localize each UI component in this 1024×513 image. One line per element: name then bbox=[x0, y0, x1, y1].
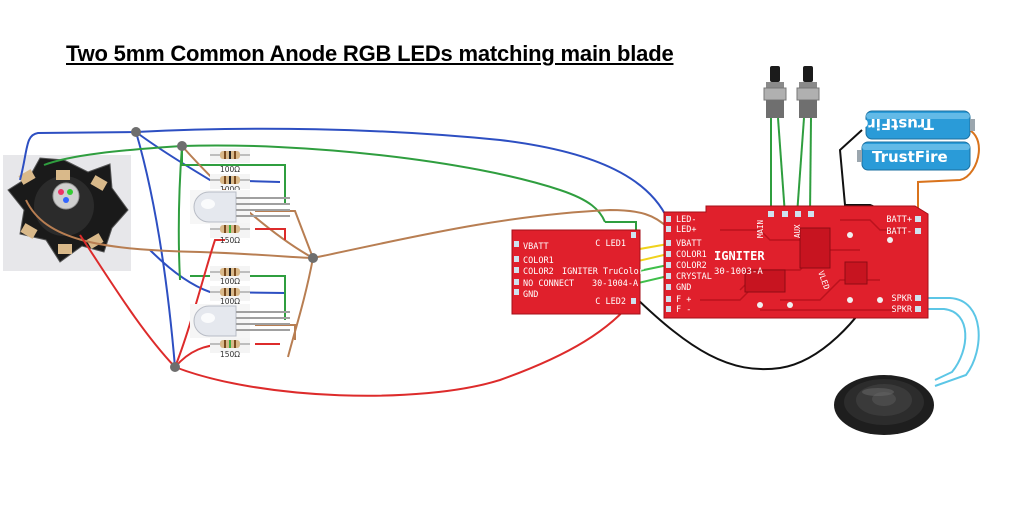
trucolor-pin-noconnect: NO CONNECT bbox=[523, 279, 574, 289]
igniter-pin-vbatt: VBATT bbox=[676, 239, 702, 249]
trucolor-pin-led1: C LED1 bbox=[595, 239, 626, 249]
battery-brand-top: TrustFire bbox=[858, 115, 934, 133]
rgb-led-5mm-icon bbox=[190, 190, 290, 224]
wire-blue-3 bbox=[135, 131, 281, 183]
wire-orange bbox=[917, 126, 980, 220]
wire-cyan-2 bbox=[926, 308, 967, 381]
push-button-icon bbox=[763, 66, 787, 118]
trucolor-pin-gnd: GND bbox=[523, 290, 538, 300]
wire-green-1 bbox=[43, 144, 606, 223]
igniter-pin-aux: AUX bbox=[793, 224, 802, 238]
junction-dot bbox=[177, 141, 187, 151]
battery-icon: TrustFire bbox=[857, 141, 971, 171]
igniter-pin-f-plus: F + bbox=[676, 295, 691, 305]
wire-brown-2 bbox=[312, 208, 669, 259]
igniter-board: LED- LED+ VBATT COLOR1 COLOR2 CRYSTAL GN… bbox=[663, 205, 929, 319]
igniter-name: IGNITER bbox=[714, 249, 765, 263]
battery-brand-bottom: TrustFire bbox=[872, 148, 948, 166]
resistor-label: 100Ω bbox=[220, 277, 240, 286]
trucolor-pin-color1: COLOR1 bbox=[523, 256, 554, 266]
wire-blue-2 bbox=[135, 131, 176, 368]
resistor-label: 150Ω bbox=[220, 350, 240, 359]
resistor-icon: 100Ω bbox=[210, 286, 250, 306]
resistor-icon: 150Ω bbox=[210, 338, 250, 359]
wire-switch2-a bbox=[796, 117, 805, 216]
wire-brown-4 bbox=[287, 257, 314, 358]
resistor-label: 100Ω bbox=[220, 297, 240, 306]
diagram-title: Two 5mm Common Anode RGB LEDs matching m… bbox=[66, 41, 674, 66]
resistor-icon: 150Ω bbox=[210, 223, 250, 245]
junction-dot bbox=[308, 253, 318, 263]
trucolor-pin-led2: C LED2 bbox=[595, 297, 626, 307]
resistor-icon: 100Ω bbox=[210, 148, 250, 174]
resistor-icon: 100Ω bbox=[210, 266, 250, 286]
wire-switch2-b bbox=[809, 117, 812, 216]
wire-red-2 bbox=[174, 296, 637, 397]
igniter-pin-spkr-2: SPKR bbox=[892, 305, 913, 315]
igniter-pin-color2: COLOR2 bbox=[676, 261, 707, 271]
igniter-pin-color1: COLOR1 bbox=[676, 250, 707, 260]
igniter-pin-led-minus: LED- bbox=[676, 215, 696, 225]
wire-green-3 bbox=[181, 146, 286, 205]
igniter-pin-spkr-1: SPKR bbox=[892, 294, 913, 304]
wire-cyan-1 bbox=[926, 297, 980, 387]
trucolor-pin-vbatt: VBATT bbox=[523, 242, 549, 252]
resistor-label: 100Ω bbox=[220, 165, 240, 174]
igniter-pin-crystal: CRYSTAL bbox=[676, 272, 712, 282]
resistor-label: 100Ω bbox=[220, 185, 240, 194]
wire-brown-6 bbox=[255, 324, 296, 340]
push-button-icon bbox=[796, 66, 820, 118]
wire-green-2 bbox=[177, 145, 183, 281]
igniter-part: 30-1003-A bbox=[714, 267, 763, 277]
trucolor-pin-color2: COLOR2 bbox=[523, 267, 554, 277]
wire-switch1-b bbox=[777, 117, 786, 216]
resistor-label: 150Ω bbox=[220, 236, 240, 245]
wire-green-5 bbox=[605, 221, 637, 232]
igniter-pin-f-minus: F - bbox=[676, 305, 691, 315]
wire-blue-4 bbox=[149, 249, 286, 294]
wire-blue-1 bbox=[19, 127, 669, 221]
junction-dot bbox=[170, 362, 180, 372]
rgb-led-5mm-icon bbox=[190, 304, 290, 338]
igniter-pin-batt-minus: BATT- bbox=[886, 227, 912, 237]
trucolor-board: VBATT C LED1 COLOR1 COLOR2 IGNITER TruCo… bbox=[511, 229, 644, 315]
wire-brown-1 bbox=[25, 199, 314, 259]
battery-icon: TrustFire bbox=[858, 110, 975, 140]
trucolor-part: 30-1004-A bbox=[592, 279, 638, 289]
wire-red-1 bbox=[79, 234, 176, 368]
wire-red-3 bbox=[174, 239, 225, 368]
igniter-pin-main: MAIN bbox=[756, 220, 765, 238]
igniter-pin-gnd: GND bbox=[676, 283, 691, 293]
resistor-icon: 100Ω bbox=[210, 174, 250, 194]
speaker-icon bbox=[834, 375, 934, 435]
wire-red-4 bbox=[255, 228, 286, 240]
trucolor-name: IGNITER TruColor bbox=[562, 267, 644, 277]
junction-dot bbox=[131, 127, 141, 137]
star-rgb-led-icon bbox=[3, 155, 131, 271]
igniter-pin-led-plus: LED+ bbox=[676, 225, 696, 235]
igniter-pin-batt-plus: BATT+ bbox=[886, 215, 912, 225]
